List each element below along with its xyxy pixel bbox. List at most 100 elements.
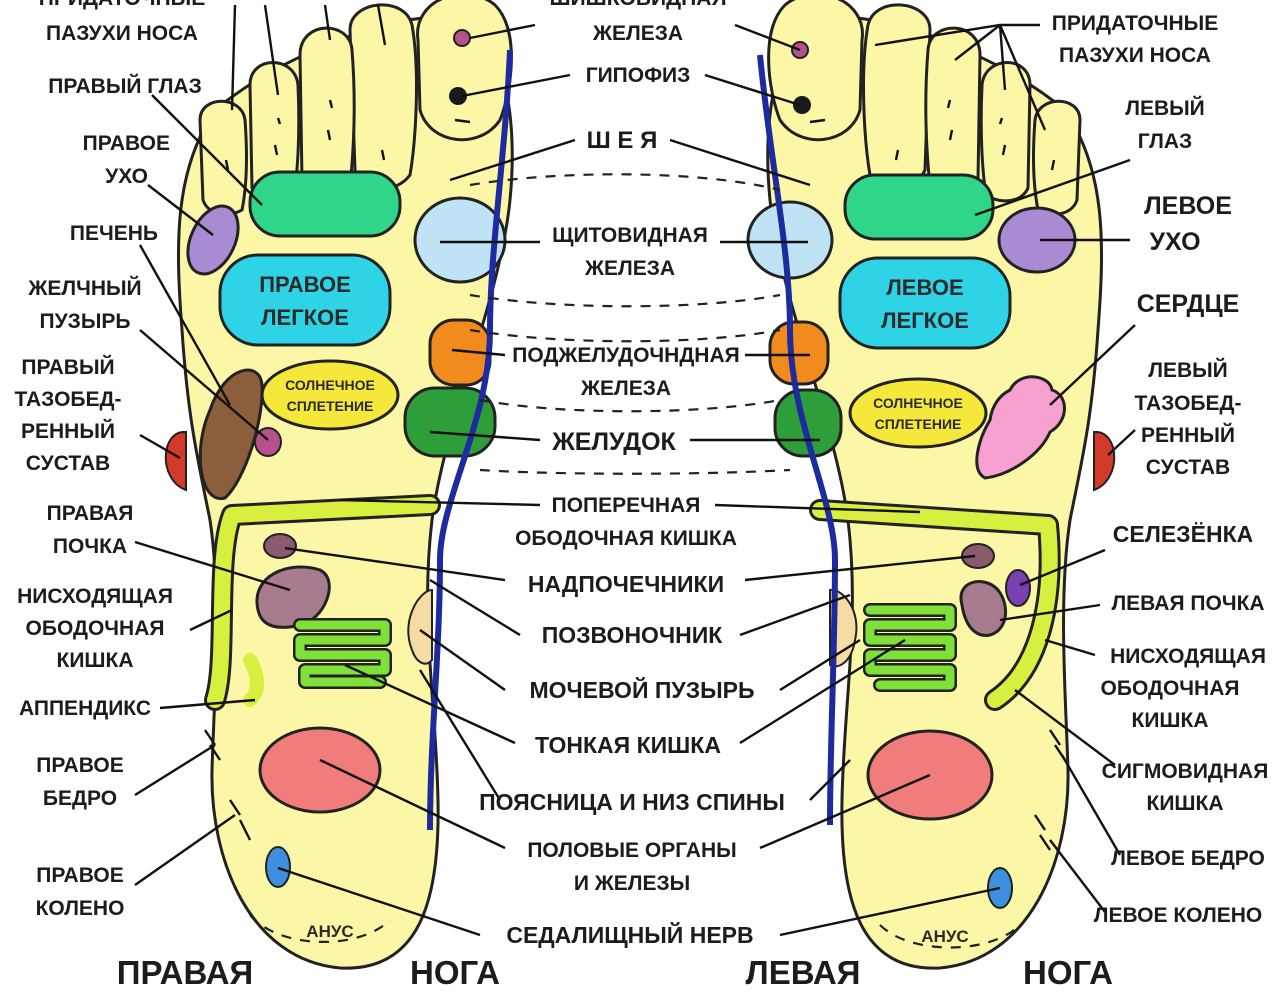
label-left-hip-2: ТАЗОБЕД- [1135, 392, 1242, 415]
label-right-desc-colon-3: КИШКА [57, 649, 134, 672]
left-solar-label-2: СПЛЕТЕНИЕ [875, 416, 962, 432]
label-right-thigh-1: ПРАВОЕ [36, 754, 123, 777]
label-left-thigh: ЛЕВОЕ БЕДРО [1111, 847, 1265, 870]
label-right-sinuses-2: ПАЗУХИ НОСА [46, 22, 198, 45]
right-eye-zone [248, 170, 402, 238]
label-genitals-2: И ЖЕЛЕЗЫ [574, 872, 690, 895]
label-transverse-colon-1: ПОПЕРЕЧНАЯ [552, 494, 701, 517]
right-foot: ПРАВОЕ ЛЕГКОЕ СОЛНЕЧНОЕ СПЛЕТЕНИЕ АНУС [164, 0, 514, 970]
right-genitals-zone [258, 726, 382, 814]
label-left-knee: ЛЕВОЕ КОЛЕНО [1094, 904, 1262, 927]
label-right-ear-1: ПРАВОЕ [83, 132, 170, 155]
right-pituitary-dot [449, 87, 467, 105]
label-heart: СЕРДЦЕ [1137, 290, 1240, 318]
label-left-ear-2: УХО [1149, 228, 1200, 256]
label-adrenals: НАДПОЧЕЧНИКИ [528, 571, 724, 597]
label-sigmoid-2: КИШКА [1147, 792, 1224, 815]
label-pancreas-1: ПОДЖЕЛУДОЧНДНАЯ [512, 344, 739, 367]
label-right-kidney-1: ПРАВАЯ [47, 502, 134, 525]
left-lung-label-2: ЛЕГКОЕ [881, 308, 969, 333]
right-toe-5 [198, 99, 248, 216]
liver-zone [198, 368, 264, 500]
right-big-toe [416, 0, 513, 142]
label-left-hip-3: РЕННЫЙ [1141, 423, 1235, 447]
left-toe-2 [862, 3, 932, 190]
label-transverse-colon-2: ОБОДОЧНАЯ КИШКА [515, 527, 737, 550]
label-right-ear-2: УХО [105, 165, 148, 188]
right-solar-label-2: СПЛЕТЕНИЕ [287, 398, 374, 414]
label-right-desc-colon-1: НИСХОДЯЩАЯ [17, 585, 173, 608]
label-pancreas-2: ЖЕЛЕЗА [580, 377, 671, 400]
label-sigmoid-1: СИГМОВИДНАЯ [1102, 760, 1269, 783]
label-pineal-1: ШИШКОВИДНАЯ [549, 0, 726, 10]
right-spine-line [427, 49, 513, 831]
label-pituitary: ГИПОФИЗ [586, 64, 691, 87]
label-thyroid-1: ЩИТОВИДНАЯ [552, 224, 708, 247]
label-sciatic: СЕДАЛИЩНЫЙ НЕРВ [506, 921, 753, 948]
title-right-leg: НОГА [410, 954, 500, 991]
left-solar-plexus-zone [848, 377, 988, 449]
label-left-desc-colon-2: ОБОДОЧНАЯ [1101, 677, 1240, 700]
right-knee-zone [265, 846, 291, 888]
left-anus-label: АНУС [921, 927, 968, 946]
label-liver: ПЕЧЕНЬ [70, 222, 158, 245]
label-right-eye: ПРАВЫЙ ГЛАЗ [48, 74, 202, 98]
right-pineal-dot [453, 29, 471, 47]
label-right-hip-3: РЕННЫЙ [21, 419, 115, 443]
spleen-zone [1005, 569, 1031, 607]
left-toe-3 [924, 26, 982, 197]
right-ear-zone [186, 204, 240, 276]
label-thyroid-2: ЖЕЛЕЗА [584, 257, 675, 280]
right-toe-3 [298, 26, 356, 197]
label-left-eye-1: ЛЕВЫЙ [1125, 96, 1205, 120]
right-thyroid-zone [413, 196, 507, 284]
label-gallbladder-1: ЖЕЛЧНЫЙ [27, 276, 141, 300]
title-right-foot: ПРАВАЯ [117, 954, 253, 991]
center-labels: ШИШКОВИДНАЯ ЖЕЛЕЗА ГИПОФИЗ Ш Е Я ЩИТОВИД… [479, 0, 785, 948]
right-solar-plexus-zone [260, 359, 400, 431]
left-eye-zone [843, 173, 995, 241]
right-thigh-marks [204, 729, 252, 841]
foot-titles: ПРАВАЯ НОГА ЛЕВАЯ НОГА [117, 954, 1113, 991]
right-bladder-zone [407, 588, 433, 665]
right-colon-zone [207, 497, 438, 708]
label-left-desc-colon-1: НИСХОДЯЩАЯ [1110, 645, 1266, 668]
right-lung-label-1: ПРАВОЕ [259, 272, 351, 297]
left-pituitary-dot [793, 96, 811, 114]
right-anus-label: АНУС [306, 922, 353, 941]
label-left-eye-2: ГЛАЗ [1138, 130, 1192, 153]
label-neck: Ш Е Я [587, 127, 658, 154]
label-right-hip-1: ПРАВЫЙ [21, 355, 114, 379]
label-left-hip-4: СУСТАВ [1146, 456, 1230, 479]
label-right-knee-2: КОЛЕНО [36, 897, 125, 920]
left-colon-zone [812, 502, 1058, 708]
left-big-toe [767, 0, 864, 142]
leader-lines [134, 4, 1136, 937]
label-appendix: АППЕНДИКС [19, 697, 151, 720]
label-spleen: СЕЛЕЗЁНКА [1113, 521, 1253, 547]
label-left-ear-1: ЛЕВОЕ [1144, 192, 1232, 220]
label-spine: ПОЗВОНОЧНИК [542, 622, 724, 648]
left-toe-4 [979, 61, 1032, 203]
heart-zone [975, 375, 1066, 480]
label-right-sinuses-1: ПРИДАТОЧНЫЕ [39, 0, 205, 10]
left-thigh-marks [1034, 729, 1066, 851]
label-lower-back: ПОЯСНИЦА И НИЗ СПИНЫ [479, 789, 785, 815]
label-genitals-1: ПОЛОВЫЕ ОРГАНЫ [527, 839, 736, 862]
left-toe-marks [809, 99, 1056, 171]
left-kidney-zone [959, 580, 1007, 637]
label-small-intestine: ТОНКАЯ КИШКА [535, 732, 721, 758]
title-left-leg: НОГА [1023, 954, 1113, 991]
label-bladder: МОЧЕВОЙ ПУЗЫРЬ [529, 676, 754, 703]
label-right-knee-1: ПРАВОЕ [36, 864, 123, 887]
left-small-intestine-zone [865, 605, 955, 690]
label-left-sinuses-1: ПРИДАТОЧНЫЕ [1052, 12, 1218, 35]
right-solar-label-1: СОЛНЕЧНОЕ [285, 377, 375, 393]
right-lung-zone [218, 253, 392, 347]
label-right-kidney-2: ПОЧКА [53, 535, 127, 558]
right-hip-zone [164, 430, 187, 492]
toe-marks [224, 99, 471, 171]
label-pineal-2: ЖЕЛЕЗА [592, 22, 683, 45]
right-small-intestine-zone [295, 620, 390, 687]
